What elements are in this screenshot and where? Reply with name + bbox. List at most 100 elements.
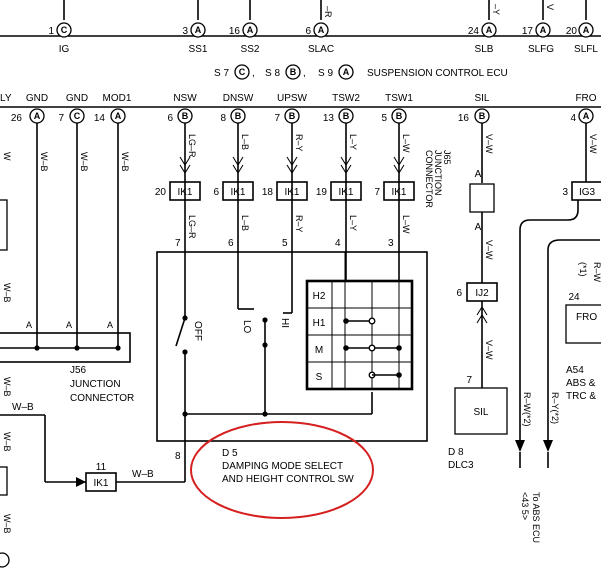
ecu-pin-slfg: V 17 A SLFG	[522, 4, 555, 55]
svg-text:L–Y: L–Y	[348, 215, 358, 231]
svg-text:LG–R: LG–R	[187, 134, 197, 158]
svg-text:HI: HI	[279, 318, 290, 328]
svg-text:IK1: IK1	[391, 187, 406, 198]
svg-text:CONNECTOR: CONNECTOR	[424, 150, 434, 208]
svg-text:S 7: S 7	[214, 68, 229, 79]
ik1-connector-dnsw: 6 IK1	[213, 181, 254, 201]
svg-text:ABS &: ABS &	[566, 378, 596, 389]
ecu-pin-ig: 1 C IG	[48, 22, 72, 55]
svg-text:SLB: SLB	[475, 44, 494, 55]
svg-text:L–Y: L–Y	[348, 134, 358, 150]
ecu-top-section: 1 C IG 3 A SS1 16 A SS2 –R 6 A SLAC –Y 2…	[0, 0, 601, 55]
svg-text:W–B: W–B	[79, 152, 89, 172]
svg-text:IK1: IK1	[177, 187, 192, 198]
svg-text:L–B: L–B	[240, 215, 250, 231]
svg-text:SIL: SIL	[474, 93, 489, 104]
svg-text:L–W: L–W	[401, 215, 411, 234]
ecu-pin-tsw1: TSW1 5 B	[381, 93, 413, 124]
svg-text:3: 3	[388, 238, 394, 249]
svg-text:4: 4	[570, 113, 576, 124]
svg-text:IJ2: IJ2	[475, 288, 489, 299]
svg-text:,: ,	[303, 68, 306, 79]
svg-text:18: 18	[262, 187, 274, 198]
svg-text:16: 16	[458, 113, 470, 124]
svg-text:A: A	[475, 169, 482, 180]
svg-text:W–B: W–B	[39, 152, 49, 172]
svg-text:A: A	[583, 111, 590, 121]
svg-text:W: W	[2, 152, 12, 161]
svg-text:A: A	[115, 111, 122, 121]
svg-text:5: 5	[282, 238, 288, 249]
svg-text:3: 3	[562, 187, 568, 198]
svg-text:JUNCTION: JUNCTION	[70, 379, 121, 390]
svg-text:MOD1: MOD1	[103, 93, 132, 104]
svg-text:A: A	[26, 320, 32, 330]
svg-text:A: A	[540, 25, 547, 35]
svg-text:C: C	[61, 25, 68, 35]
svg-text:B: B	[343, 111, 350, 121]
svg-text:A: A	[66, 320, 72, 330]
svg-text:IK1: IK1	[338, 187, 353, 198]
damping-height-control-switch: OFF LO HI H2 H1 M	[156, 251, 428, 519]
ecu-pin-mod1: MOD1 14 A	[94, 93, 132, 124]
svg-text:6: 6	[167, 113, 173, 124]
sil-dlc-wiring: V–W A A J65 JUNCTION CONNECTOR V–W 6 IJ2…	[424, 123, 508, 471]
svg-text:R–Y(*2): R–Y(*2)	[550, 392, 560, 424]
ecu-pin-ss2: 16 A SS2	[229, 22, 260, 55]
j56-junction-connector: A A A J56 JUNCTION CONNECTOR	[0, 320, 134, 404]
ecu-legend: S 7 C , S 8 B , S 9 A SUSPENSION CONTROL…	[214, 64, 508, 80]
svg-text:W–B: W–B	[132, 469, 154, 480]
ik1-connector-tsw2: 19 IK1	[316, 181, 362, 201]
svg-text:H2: H2	[313, 291, 326, 302]
svg-text:DAMPING MODE SELECT: DAMPING MODE SELECT	[222, 461, 343, 472]
svg-text:SLFL: SLFL	[574, 44, 598, 55]
right-abs-wiring: V–W 3 IG3 R–W(*2) R–Y(*2) (*1) R–W 24 FR…	[515, 123, 601, 543]
svg-text:J65: J65	[442, 150, 452, 165]
svg-text:7: 7	[374, 187, 380, 198]
svg-text:A54: A54	[566, 365, 584, 376]
svg-text:FRO: FRO	[576, 312, 597, 323]
svg-text:W–B: W–B	[120, 152, 130, 172]
ecu-pin-tsw2: TSW2 13 B	[323, 93, 360, 124]
svg-text:SLFG: SLFG	[528, 44, 554, 55]
svg-text:–Y: –Y	[491, 4, 501, 15]
svg-text:TSW2: TSW2	[332, 93, 360, 104]
svg-text:A: A	[486, 25, 493, 35]
ik1-connector-upsw: 18 IK1	[262, 181, 308, 201]
svg-text:S: S	[316, 372, 323, 383]
svg-text:7: 7	[58, 113, 64, 124]
svg-text:A: A	[34, 111, 41, 121]
svg-text:W–B: W–B	[2, 377, 12, 397]
svg-text:B: B	[396, 111, 403, 121]
svg-text:B: B	[289, 111, 296, 121]
svg-text:S 9: S 9	[318, 68, 333, 79]
svg-text:V–W: V–W	[484, 134, 494, 154]
svg-text:17: 17	[522, 26, 534, 37]
svg-text:GND: GND	[66, 93, 88, 104]
svg-text:24: 24	[568, 292, 580, 303]
switch-caption: D 5 DAMPING MODE SELECT AND HEIGHT CONTR…	[222, 448, 354, 485]
svg-text:IK1: IK1	[93, 478, 108, 489]
svg-text:5: 5	[381, 113, 387, 124]
svg-text:DNSW: DNSW	[223, 93, 254, 104]
svg-text:C: C	[239, 67, 246, 77]
svg-text:24: 24	[468, 26, 480, 37]
svg-text:A: A	[107, 320, 113, 330]
switch-position-table: H2 H1 M S	[305, 252, 414, 391]
ecu-pin-gnd-a26: GND 26 A	[11, 93, 48, 124]
ecu-pin-slb: –Y 24 A SLB	[468, 4, 501, 55]
svg-text:IK1: IK1	[230, 187, 245, 198]
svg-text:6: 6	[228, 238, 234, 249]
svg-text:B: B	[182, 111, 189, 121]
svg-text:CONNECTOR: CONNECTOR	[70, 393, 134, 404]
svg-text:11: 11	[96, 462, 107, 473]
highlight-circle	[190, 421, 374, 519]
svg-text:IK1: IK1	[284, 187, 299, 198]
svg-text:DLC3: DLC3	[448, 460, 474, 471]
svg-text:W–B: W–B	[2, 283, 12, 303]
svg-text:3: 3	[182, 26, 188, 37]
ecu-pin-ss1: 3 A SS1	[182, 22, 208, 55]
svg-text:L–W: L–W	[401, 134, 411, 153]
svg-text:7: 7	[466, 375, 472, 386]
